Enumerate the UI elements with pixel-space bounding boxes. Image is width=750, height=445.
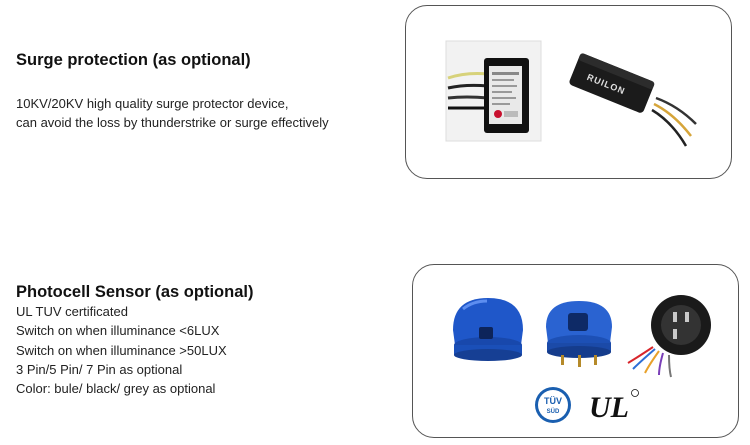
ul-certification-logo: UL [589,389,639,424]
photocell-sensor-heading: Photocell Sensor (as optional) [16,283,254,301]
photocell-image-panel: TÜV SÜD UL [412,264,739,438]
photocell-spec-line-5: Color: bule/ black/ grey as optional [16,381,216,396]
tuv-certification-logo: TÜV SÜD [535,387,571,423]
svg-text:TÜV: TÜV [544,396,562,406]
photocell-spec-line-2: Switch on when illuminance <6LUX [16,323,220,338]
blue-photocell-sensor-2 [546,301,612,367]
photocell-spec-line-4: 3 Pin/5 Pin/ 7 Pin as optional [16,362,183,377]
photocell-sensors-image: TÜV SÜD UL [453,295,711,424]
blue-photocell-sensor-1 [453,298,523,361]
surge-description-line-2: can avoid the loss by thunderstrike or s… [16,115,329,130]
surge-description-line-1: 10KV/20KV high quality surge protector d… [16,96,289,111]
photocell-socket [627,295,711,378]
surge-protector-image-panel: RUILON [405,5,732,179]
photocell-spec-line-3: Switch on when illuminance >50LUX [16,343,227,358]
svg-text:UL: UL [589,391,629,424]
surge-protector-devices-image: RUILON [445,40,697,147]
photocell-spec-line-1: UL TUV certificated [16,304,128,319]
svg-text:SÜD: SÜD [547,408,560,415]
surge-protection-heading: Surge protection (as optional) [16,51,251,69]
